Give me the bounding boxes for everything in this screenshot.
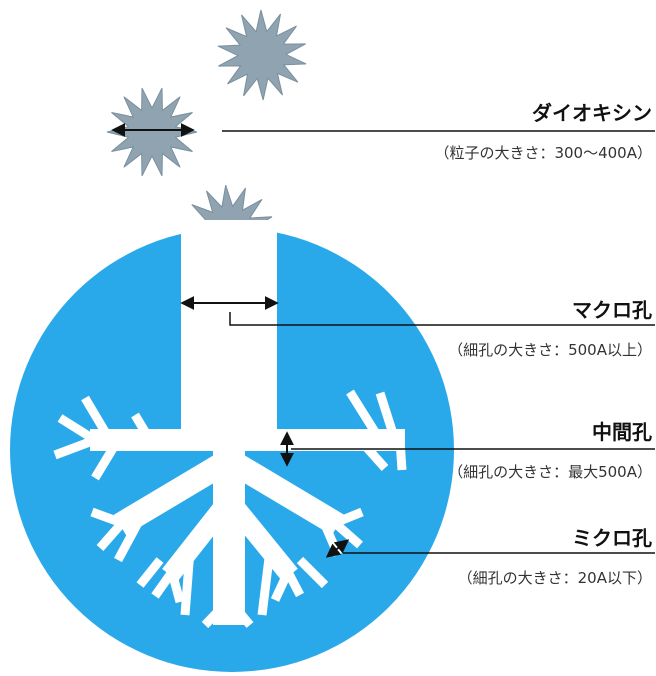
micro-pore-size-note: （細孔の大きさ：20A以下） xyxy=(458,569,652,587)
meso-pore-title: 中間孔 xyxy=(592,420,652,444)
dioxin-size-note: （粒子の大きさ：300～400A） xyxy=(434,144,652,162)
meso-pore-size-note: （細孔の大きさ：最大500A） xyxy=(448,463,652,481)
meso-pore-down-left xyxy=(162,493,237,582)
macro-leader-line xyxy=(229,312,655,326)
dioxin-particle-upper xyxy=(217,9,307,101)
macro-pore-size-note: （細孔の大きさ：500A以上） xyxy=(448,341,652,359)
pore-network xyxy=(53,220,407,629)
dioxin-particle-left xyxy=(106,87,198,177)
micro-pore-title: ミクロ孔 xyxy=(572,526,652,550)
dioxin-title: ダイオキシン xyxy=(532,101,652,125)
micro-pores xyxy=(53,389,407,629)
micro-pore-width-arrow xyxy=(325,539,350,558)
macro-pore-title: マクロ孔 xyxy=(572,298,652,322)
meso-pore-down-right xyxy=(221,493,298,582)
